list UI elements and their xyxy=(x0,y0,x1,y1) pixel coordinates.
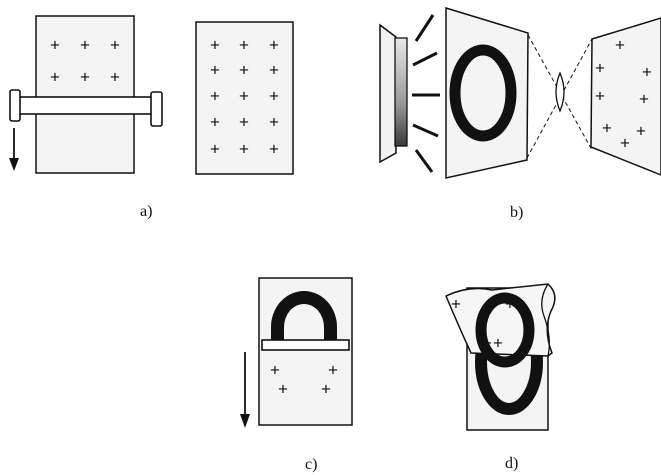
plus-charge-mark: + xyxy=(110,68,120,87)
plus-charge-mark: + xyxy=(615,36,625,55)
plus-charge-mark: + xyxy=(278,380,288,399)
lens xyxy=(555,71,565,113)
plus-charge-mark: + xyxy=(269,87,279,106)
plus-charge-mark: + xyxy=(269,36,279,55)
plus-charge-mark: + xyxy=(639,90,649,109)
lamp-housing xyxy=(379,23,397,164)
panel-b: + + + + + + + + b) xyxy=(379,6,661,221)
plus-charge-mark: + xyxy=(110,36,120,55)
lamp xyxy=(379,23,408,164)
sheet-fold-edge xyxy=(541,283,550,357)
panel-a: + + + + + + + + + + + + + + + + + + + + + a) xyxy=(9,15,294,220)
plus-charge-mark: + xyxy=(50,36,60,55)
plus-charge-mark: + xyxy=(642,63,652,82)
plus-charge-mark: + xyxy=(451,295,461,314)
marks-a-left: + + + + + + xyxy=(50,36,120,87)
panel-label-d: d) xyxy=(505,455,518,472)
roller xyxy=(9,89,163,127)
plus-charge-mark: + xyxy=(620,134,630,153)
photoconductor-sheet xyxy=(590,17,661,176)
down-arrow xyxy=(9,128,19,171)
plus-charge-mark: + xyxy=(80,36,90,55)
plus-charge-mark: + xyxy=(239,113,249,132)
panel-c: ++++ c) xyxy=(240,277,353,473)
down-arrow-c xyxy=(240,352,250,428)
plus-charge-mark: + xyxy=(239,61,249,80)
sheet-right xyxy=(195,21,294,175)
toner-arch xyxy=(271,291,337,341)
plus-charge-mark: + xyxy=(210,36,220,55)
panel-label-c: c) xyxy=(305,456,317,473)
plus-charge-mark: + xyxy=(80,68,90,87)
plus-charge-mark: + xyxy=(210,140,220,159)
plus-charge-mark: + xyxy=(602,119,612,138)
roller-left-cap xyxy=(9,89,21,122)
plus-charge-mark: + xyxy=(210,113,220,132)
plus-charge-mark: + xyxy=(210,87,220,106)
plus-charge-mark: + xyxy=(239,87,249,106)
plus-charge-mark: + xyxy=(50,68,60,87)
plus-charge-mark: + xyxy=(505,295,515,314)
plus-charge-mark: + xyxy=(595,87,605,106)
plus-charge-mark: + xyxy=(210,61,220,80)
plus-charge-mark: + xyxy=(239,140,249,159)
plus-charge-mark: + xyxy=(482,334,492,353)
plus-charge-mark: + xyxy=(269,140,279,159)
plus-charge-mark: + xyxy=(493,334,503,353)
panel-label-a: a) xyxy=(140,203,152,220)
marks-d: ++++ xyxy=(451,295,515,353)
plus-charge-mark: + xyxy=(595,59,605,78)
marks-a-right: + + + + + + + + + + + + + + + xyxy=(210,36,279,159)
roller-cylinder xyxy=(16,96,154,115)
plus-charge-mark: + xyxy=(239,36,249,55)
plus-charge-mark: + xyxy=(270,361,280,380)
lamp-tube xyxy=(394,37,408,147)
plus-charge-mark: + xyxy=(636,122,646,141)
plus-charge-mark: + xyxy=(321,380,331,399)
sheet-with-roller xyxy=(35,15,135,174)
developer-roller xyxy=(261,339,350,351)
plus-charge-mark: + xyxy=(269,61,279,80)
marks-c: ++++ xyxy=(270,361,338,399)
panel-label-b: b) xyxy=(510,204,523,221)
plus-charge-mark: + xyxy=(269,113,279,132)
roller-right-cap xyxy=(150,91,163,127)
image-ring-upper xyxy=(475,292,535,368)
marks-b: + + + + + + + + xyxy=(595,36,652,153)
light-rays xyxy=(412,14,440,173)
panel-d: ++++ d) xyxy=(445,283,556,472)
plus-charge-mark: + xyxy=(328,361,338,380)
image-ring xyxy=(449,44,517,142)
transparency-plate xyxy=(445,6,529,179)
